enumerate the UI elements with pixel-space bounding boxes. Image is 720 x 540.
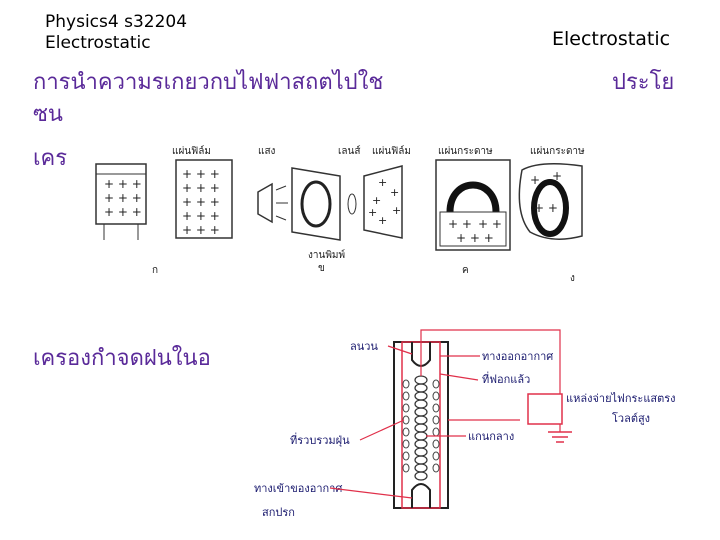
label-dust: ที่รวบรวมฝุ่น [290, 432, 350, 447]
svg-text:+: + [378, 214, 387, 227]
drum-frame [95, 163, 147, 225]
label-air-in: ทางเข้าของอากาศ [254, 482, 342, 495]
label-step-c: ค [462, 265, 469, 276]
plus-charges-b: +++ +++ [368, 176, 401, 227]
svg-text:+ +: + + [534, 201, 558, 215]
label-step-a: ก [152, 265, 158, 276]
svg-text:+ + +: + + + [182, 167, 220, 181]
svg-text:+: + [552, 169, 562, 183]
label-paper2: แผ่นกระดาษ [530, 146, 585, 157]
plus-charges-c: + + + ++ + + [448, 217, 502, 245]
charged-plate [175, 159, 233, 239]
label-air-out: ทางออกอากาศ [482, 350, 553, 363]
svg-text:+ + +: + + + [456, 231, 494, 245]
label-dirty: สกปรก [262, 506, 295, 519]
label-lens: เลนส์ [338, 145, 361, 157]
slide-heading-cont: ซน [33, 102, 63, 127]
label-step-d: ง [570, 273, 575, 284]
svg-text:+ + +: + + + [104, 191, 142, 205]
item-precipitator: เครองกำจดฝนในอ [33, 346, 211, 371]
plus-charges-a: + + ++ + ++ + + + + ++ + ++ + + + + ++ +… [104, 167, 220, 237]
coil-electrode [414, 375, 428, 481]
document-zero [300, 180, 332, 228]
toner-arc [446, 181, 500, 213]
svg-text:+ + +: + + + [104, 177, 142, 191]
svg-text:+: + [392, 204, 401, 217]
svg-text:+: + [530, 173, 540, 187]
lens-icon [347, 193, 357, 215]
film-plate [363, 165, 403, 239]
course-line: Physics4 s32204 [45, 12, 188, 32]
ground-icon [548, 431, 572, 443]
paper-sheet [435, 159, 511, 251]
light-rays [275, 185, 288, 221]
label-light: แสง [258, 146, 276, 157]
svg-text:+ +: + + [448, 217, 472, 231]
label-print2: ข [318, 263, 325, 274]
label-smoke: ลนวน [350, 340, 378, 353]
topic-right: Electrostatic [552, 28, 671, 50]
slide-heading-right: ประโย [612, 70, 675, 95]
dust-particles [402, 379, 440, 473]
copier-diagram: แผ่นฟิล์ม แสง เลนส์ แผ่นฟิล์ม แผ่นกระดาษ… [95, 145, 585, 284]
svg-text:+: + [378, 176, 387, 189]
svg-text:+ + +: + + + [104, 205, 142, 219]
printed-zero [531, 179, 569, 237]
svg-text:+ +: + + [478, 217, 502, 231]
item-copier: เคร [33, 146, 68, 171]
svg-text:+ + +: + + + [182, 209, 220, 223]
paper-lower [439, 211, 507, 247]
label-paper1: แผ่นกระดาษ [438, 146, 493, 157]
header-title-block: Physics4 s32204 Electrostatic [45, 12, 187, 54]
plus-charges-d: + + + + [530, 169, 562, 215]
label-film1: แผ่นฟิล์ม [172, 145, 211, 157]
svg-text:+ + +: + + + [182, 181, 220, 195]
pointer-lines [329, 329, 561, 499]
label-rod: แกนกลาง [468, 430, 514, 443]
bottom-funnel [411, 483, 431, 508]
label-film2: แผ่นฟิล์ม [372, 145, 411, 157]
label-clean: ที่ฟอกแล้ว [482, 371, 530, 386]
svg-text:+ + +: + + + [182, 195, 220, 209]
power-supply-box [527, 393, 563, 425]
label-power1: แหล่งจ่ายไฟกระแสตรง [566, 392, 676, 405]
svg-text:+: + [372, 194, 381, 207]
svg-text:+ + +: + + + [182, 223, 220, 237]
label-power2: โวลต์สูง [612, 411, 650, 425]
topic-line: Electrostatic [45, 33, 151, 53]
slide-heading: การนำความรเกยวกบไฟฟาสถตไปใช [33, 70, 384, 95]
svg-text:+: + [390, 186, 399, 199]
light-source-icon [257, 182, 273, 224]
svg-text:+: + [368, 206, 377, 219]
document-page [291, 167, 341, 241]
label-print1: งานพิมพ์ [308, 249, 345, 261]
precipitator-diagram: ลนวน ทางออกอากาศ ที่ฟอกแล้ว แหล่งจ่ายไฟก… [254, 329, 676, 519]
